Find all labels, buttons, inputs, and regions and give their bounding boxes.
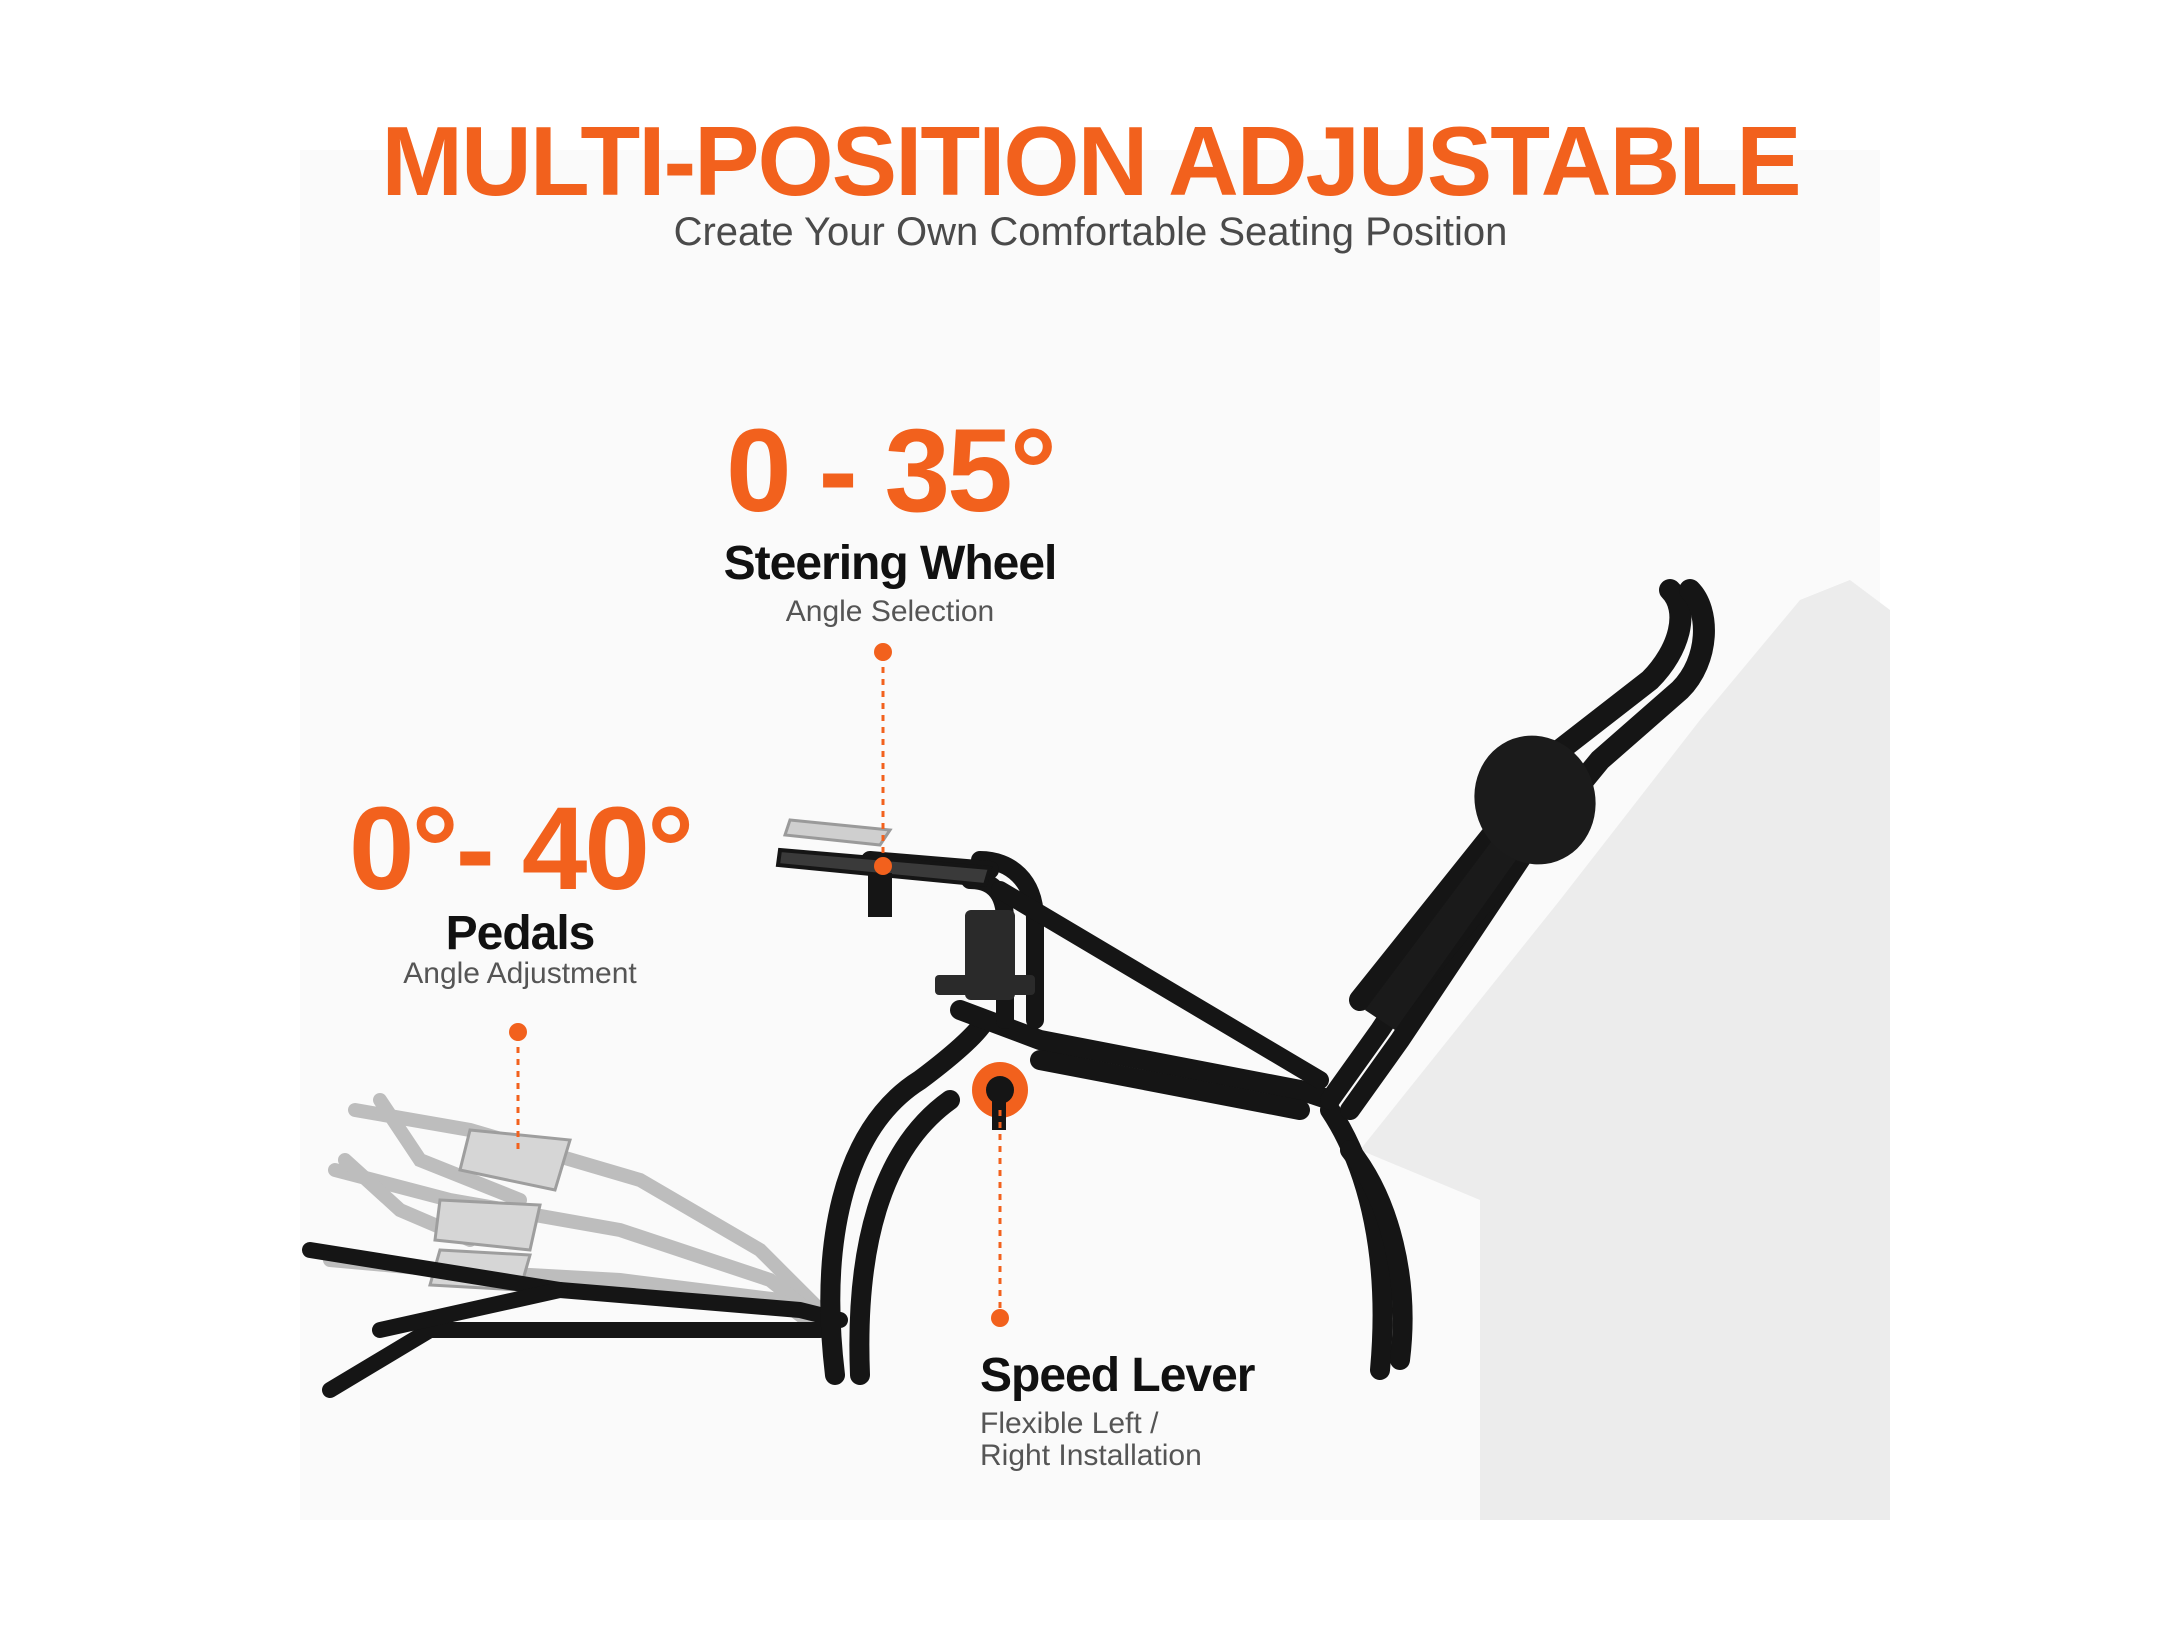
speed-lever-title: Speed Lever xyxy=(980,1349,1255,1402)
main-frame xyxy=(820,810,1550,1385)
steering-dot-top xyxy=(874,643,892,661)
subheadline: Create Your Own Comfortable Seating Posi… xyxy=(673,210,1508,254)
pedals-dot xyxy=(509,1023,527,1041)
callout-leaders xyxy=(516,655,1002,1315)
steering-title: Steering Wheel xyxy=(723,537,1058,590)
headline: MULTI-POSITION ADJUSTABLE xyxy=(381,106,1801,216)
steering-column-brackets xyxy=(935,910,1035,1000)
steering-angle-range: 0 - 35° xyxy=(726,405,1057,537)
pedal-base xyxy=(302,1242,848,1398)
pedals-angle-range: 0°- 40° xyxy=(348,783,694,915)
speed-lever-subtitle-line1: Flexible Left / xyxy=(980,1407,1159,1440)
pedals-subtitle: Angle Adjustment xyxy=(403,957,637,990)
speed-lever-mount xyxy=(972,1062,1028,1130)
steering-dot-bottom xyxy=(874,857,892,875)
pedals-title: Pedals xyxy=(445,907,596,960)
lever-dot xyxy=(991,1309,1009,1327)
callout-dots xyxy=(509,643,1009,1327)
steering-plate-ghost xyxy=(782,818,893,847)
steering-subtitle: Angle Selection xyxy=(785,595,995,628)
seat-back-frame xyxy=(1349,579,1715,1021)
headrest xyxy=(1474,735,1596,865)
speed-lever-subtitle-line2: Right Installation xyxy=(980,1439,1202,1472)
background-silhouette xyxy=(1360,580,1890,1520)
